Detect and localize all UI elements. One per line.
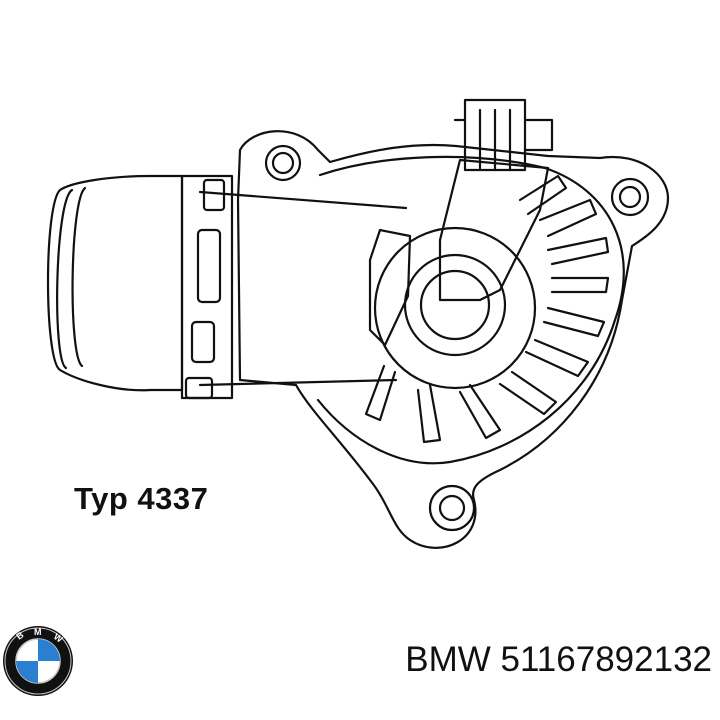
brand-part-number: BMW 51167892132 bbox=[405, 640, 712, 679]
mount-hole-bottom-outer bbox=[428, 484, 476, 532]
hose-end-rim bbox=[71, 186, 87, 368]
pipe-upper-edge bbox=[198, 190, 408, 210]
connector-body bbox=[438, 158, 550, 302]
svg-text:M: M bbox=[34, 627, 42, 637]
housing-inner-rim bbox=[316, 155, 625, 465]
pipe-lower-edge bbox=[198, 378, 398, 387]
hose-end-inner bbox=[56, 188, 74, 370]
mount-hole-left-outer bbox=[264, 144, 302, 182]
type-number-label: Typ 4337 bbox=[74, 481, 209, 516]
mount-hole-right-inner bbox=[618, 185, 642, 209]
hose-end-outer bbox=[46, 174, 152, 392]
clip-mid bbox=[196, 228, 222, 304]
housing-outline bbox=[236, 130, 670, 549]
valve-seat-inner bbox=[419, 269, 491, 341]
mount-hole-left-inner bbox=[271, 151, 295, 175]
connector-pin-lines bbox=[478, 108, 512, 172]
mount-hole-right-outer bbox=[610, 177, 650, 217]
svg-text:B: B bbox=[14, 629, 25, 641]
mount-hole-bottom-inner bbox=[438, 494, 466, 522]
radial-ribs bbox=[364, 174, 610, 444]
pipe-collar bbox=[148, 174, 184, 392]
clip-base bbox=[184, 376, 214, 400]
clip-top bbox=[202, 178, 226, 212]
bmw-roundel-logo: B M W bbox=[3, 626, 73, 696]
connector-cap bbox=[453, 118, 554, 152]
valve-seat-mid bbox=[403, 253, 507, 357]
valve-seat-outer bbox=[373, 226, 537, 390]
housing-step bbox=[368, 228, 412, 347]
clip-bot bbox=[190, 320, 216, 364]
